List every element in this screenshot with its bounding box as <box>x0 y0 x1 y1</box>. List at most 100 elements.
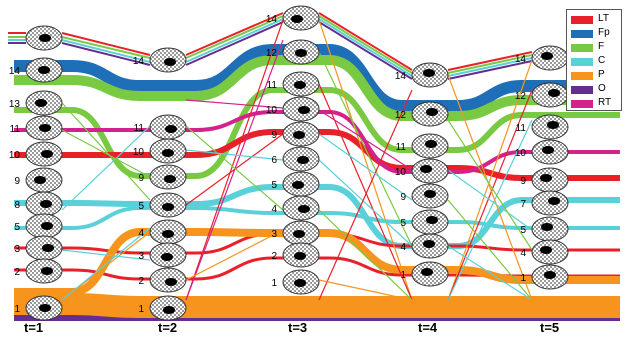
node-label: 10 <box>515 148 527 159</box>
brain-node <box>282 96 320 122</box>
brain-node <box>531 167 569 193</box>
node-label: 11 <box>134 123 145 134</box>
brain-node <box>25 191 63 217</box>
time-label-t5: t=5 <box>540 320 560 335</box>
flow-band <box>61 39 151 63</box>
legend-swatch <box>571 30 593 38</box>
node-label: 10 <box>9 150 21 161</box>
brain-node <box>282 220 320 246</box>
node-label: 5 <box>14 222 20 233</box>
node-label: 4 <box>138 228 144 239</box>
node-label: 11 <box>396 142 407 153</box>
legend-label: P <box>598 69 605 80</box>
flow-band <box>328 229 403 274</box>
flow-line <box>185 125 284 211</box>
flow-band <box>457 150 523 174</box>
legend-swatch <box>571 72 593 80</box>
node-label: 9 <box>271 130 277 141</box>
flow-band <box>195 256 274 281</box>
flow-line <box>447 119 533 251</box>
flow-band <box>447 60 533 80</box>
flow-line <box>61 102 151 201</box>
legend-item-f: F <box>571 41 621 53</box>
brain-node <box>282 171 320 197</box>
flow-band <box>61 36 151 59</box>
flow-line <box>318 19 413 301</box>
node-label: 1 <box>520 273 526 284</box>
node-label: 3 <box>271 229 277 240</box>
flow-lines <box>61 19 533 301</box>
node-label: 12 <box>395 110 407 121</box>
node-label: 9 <box>400 192 406 203</box>
brain-node <box>25 167 63 193</box>
brain-node <box>531 190 569 216</box>
flow-band <box>195 206 274 215</box>
legend-swatch <box>571 100 593 108</box>
brain-node <box>25 115 63 141</box>
flow-line <box>185 99 284 109</box>
node-label: 5 <box>138 201 144 212</box>
flow-line <box>61 249 151 261</box>
flow-band <box>185 21 284 66</box>
brain-node <box>149 219 187 245</box>
flow-band <box>61 32 151 56</box>
node-label: 9 <box>520 176 526 187</box>
flow-line <box>447 245 533 301</box>
node-label: 9 <box>138 173 144 184</box>
node-label: 5 <box>520 225 526 236</box>
brain-node <box>282 39 320 65</box>
flow-bands <box>8 12 620 322</box>
brain-node <box>411 62 449 88</box>
legend-label: C <box>598 55 606 66</box>
brain-node <box>531 82 569 108</box>
flow-line <box>318 209 413 301</box>
brain-node <box>411 233 449 259</box>
legend-label: LT <box>598 13 609 24</box>
node-label: 14 <box>9 66 21 77</box>
flow-band <box>195 55 274 101</box>
node-label: 12 <box>515 91 527 102</box>
flow-band <box>195 87 274 179</box>
flow-band <box>328 44 403 112</box>
node-label: 12 <box>266 48 278 59</box>
node-label: 5 <box>271 180 277 191</box>
flow-line <box>447 199 533 301</box>
brain-node <box>25 141 63 167</box>
flow-line <box>318 51 413 247</box>
flow-band <box>447 54 533 74</box>
node-label: 1 <box>400 270 406 281</box>
flow-line <box>447 59 533 301</box>
flow-band <box>328 55 403 121</box>
brain-node <box>149 295 187 321</box>
brain-node <box>25 295 63 321</box>
node-label: 8 <box>14 200 20 211</box>
time-label-t4: t=4 <box>418 320 438 335</box>
brain-node <box>149 114 187 140</box>
brain-node <box>282 195 320 221</box>
brain-node <box>149 192 187 218</box>
flow-band <box>318 21 413 80</box>
flow-line <box>318 133 413 201</box>
flow-line <box>318 109 413 171</box>
node-label: 9 <box>14 176 20 187</box>
legend: LT Fp F C P O RT <box>566 9 622 111</box>
flow-band <box>71 293 141 318</box>
flow-band <box>328 110 403 174</box>
node-label: 4 <box>271 204 277 215</box>
brain-node <box>531 139 569 165</box>
legend-label: O <box>598 83 606 94</box>
node-label: 10 <box>133 147 145 158</box>
flow-band <box>71 107 141 179</box>
flow-band <box>447 57 533 77</box>
brain-node <box>282 71 320 97</box>
flow-line <box>318 279 413 301</box>
flow-band <box>195 228 274 237</box>
brain-node <box>25 90 63 116</box>
flow-line <box>447 169 533 231</box>
node-label: 14 <box>133 56 145 67</box>
flow-band <box>328 211 403 224</box>
brain-node <box>411 209 449 235</box>
legend-item-lt: LT <box>571 13 621 25</box>
flow-band <box>71 206 141 230</box>
